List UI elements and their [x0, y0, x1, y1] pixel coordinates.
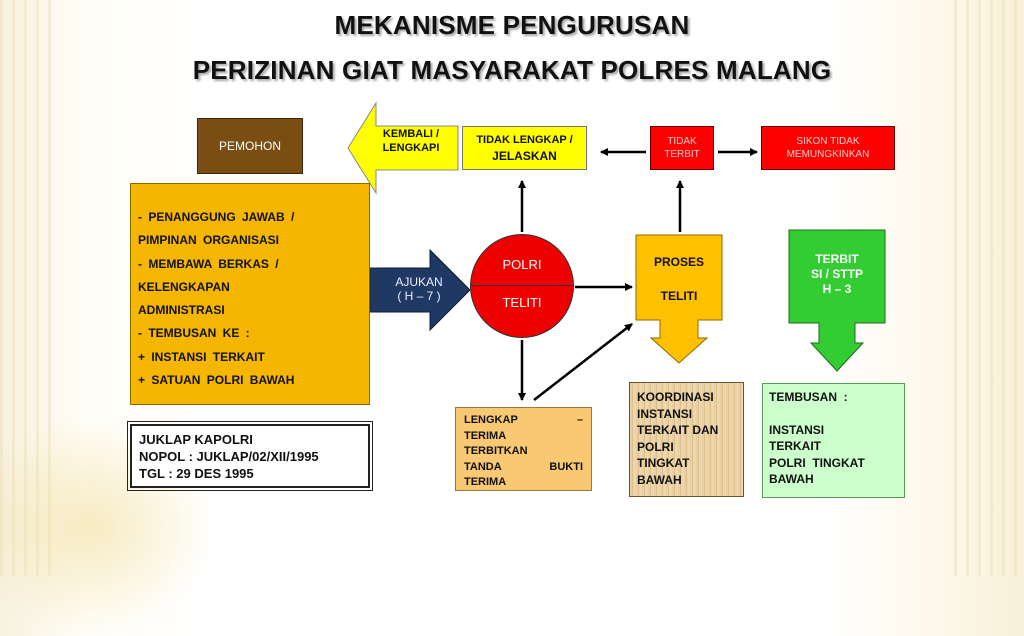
lengkap-line-1: LENGKAP –	[464, 414, 583, 426]
polri-label: POLRI	[502, 257, 542, 272]
ajukan-line-1: AJUKAN	[395, 275, 443, 289]
requirement-line: + INSTANSI TERKAIT	[138, 349, 265, 364]
koordinasi-box: KOORDINASI INSTANSI TERKAIT DAN POLRI TI…	[629, 382, 744, 497]
proses-teliti-label: TELITI	[660, 289, 698, 303]
requirement-line: - TEMBUSAN KE :	[138, 326, 250, 341]
tidak-lengkap-line-2: JELASKAN	[492, 149, 557, 163]
juklap-box: JUKLAP KAPOLRI NOPOL : JUKLAP/02/XII/199…	[127, 421, 373, 491]
lengkap-box: LENGKAP – TERIMA TERBITKAN TANDA BUKTI T…	[455, 407, 592, 491]
requirements-box: - PENANGGUNG JAWAB / PIMPINAN ORGANISASI…	[130, 183, 370, 405]
koordinasi-line: BAWAH	[637, 472, 682, 487]
juklap-line-1: JUKLAP KAPOLRI	[139, 432, 253, 447]
lengkap-line-4: TANDA BUKTI	[464, 460, 583, 473]
terbit-line-2: SI / STTP	[810, 267, 863, 281]
sikon-line-1: SIKON TIDAK	[796, 136, 860, 147]
sikon-box: SIKON TIDAK MEMUNGKINKAN	[761, 126, 895, 170]
arrow-lengkap-to-proses	[533, 323, 633, 401]
requirement-line: + SATUAN POLRI BAWAH	[138, 373, 295, 388]
sikon-line-2: MEMUNGKINKAN	[786, 149, 870, 160]
lengkap-line-3: TERBITKAN	[464, 445, 528, 457]
koordinasi-line: TINGKAT	[637, 456, 690, 470]
requirement-line: - MEMBAWA BERKAS /	[138, 256, 279, 271]
ajukan-line-2: ( H – 7 )	[397, 289, 441, 303]
terbit-callout	[788, 229, 886, 372]
title-line-2: PERIZINAN GIAT MASYARAKAT POLRES MALANG	[192, 55, 832, 85]
terbit-line-3: H – 3	[822, 282, 852, 296]
teliti-label: TELITI	[502, 295, 542, 310]
tidak-terbit-box: TIDAK TERBIT	[650, 126, 714, 170]
requirement-line: KELENGKAPAN	[138, 279, 230, 294]
lengkap-line-2: TERIMA	[464, 429, 507, 442]
pemohon-box: PEMOHON	[197, 118, 303, 174]
koordinasi-line: KOORDINASI	[637, 390, 714, 404]
kembali-label: KEMBALI / LENGKAPI	[366, 127, 456, 155]
tembusan-line: BAWAH	[769, 472, 814, 486]
terbit-line-1: TERBIT	[815, 252, 859, 266]
koordinasi-line: POLRI	[637, 439, 674, 454]
tembusan-line: TERKAIT	[769, 439, 821, 453]
tembusan-box: TEMBUSAN : INSTANSI TERKAIT POLRI TINGKA…	[762, 383, 905, 498]
requirement-line: PIMPINAN ORGANISASI	[138, 233, 280, 248]
tidak-terbit-line-2: TERBIT	[664, 149, 700, 160]
terbit-label: TERBIT SI / STTP H – 3	[789, 252, 885, 297]
diagram-shapes	[347, 101, 886, 401]
ajukan-arrow	[369, 248, 471, 332]
title-line-1: MEKANISME PENGURUSAN	[334, 10, 690, 40]
kembali-line-2: LENGKAPI	[382, 142, 440, 154]
requirement-line: ADMINISTRASI	[138, 303, 225, 318]
ajukan-label: AJUKAN ( H – 7 )	[374, 275, 464, 303]
tembusan-title: TEMBUSAN :	[769, 390, 848, 404]
tidak-terbit-line-1: TIDAK	[667, 136, 697, 147]
proses-label: PROSES	[653, 255, 704, 269]
tidak-lengkap-box: TIDAK LENGKAP / JELASKAN	[462, 126, 587, 170]
proses-callout	[635, 234, 723, 364]
requirement-line: - PENANGGUNG JAWAB /	[138, 210, 295, 224]
juklap-line-3: TGL : 29 DES 1995	[139, 466, 254, 481]
tembusan-line: POLRI TINGKAT	[769, 455, 865, 470]
lengkap-line-5: TERIMA	[464, 476, 507, 488]
kembali-line-1: KEMBALI /	[382, 128, 440, 140]
polri-teliti-circle: POLRI TELITI	[470, 234, 574, 338]
pemohon-label: PEMOHON	[218, 139, 281, 153]
juklap-line-2: NOPOL : JUKLAP/02/XII/1995	[139, 449, 319, 464]
circle-divider	[471, 285, 573, 286]
koordinasi-line: TERKAIT DAN	[637, 423, 719, 437]
koordinasi-line: INSTANSI	[637, 406, 693, 421]
tidak-lengkap-line-1: TIDAK LENGKAP /	[476, 134, 573, 146]
kembali-arrow	[347, 101, 459, 195]
tembusan-line: INSTANSI	[769, 422, 825, 437]
background-stripes-right	[954, 0, 1024, 576]
